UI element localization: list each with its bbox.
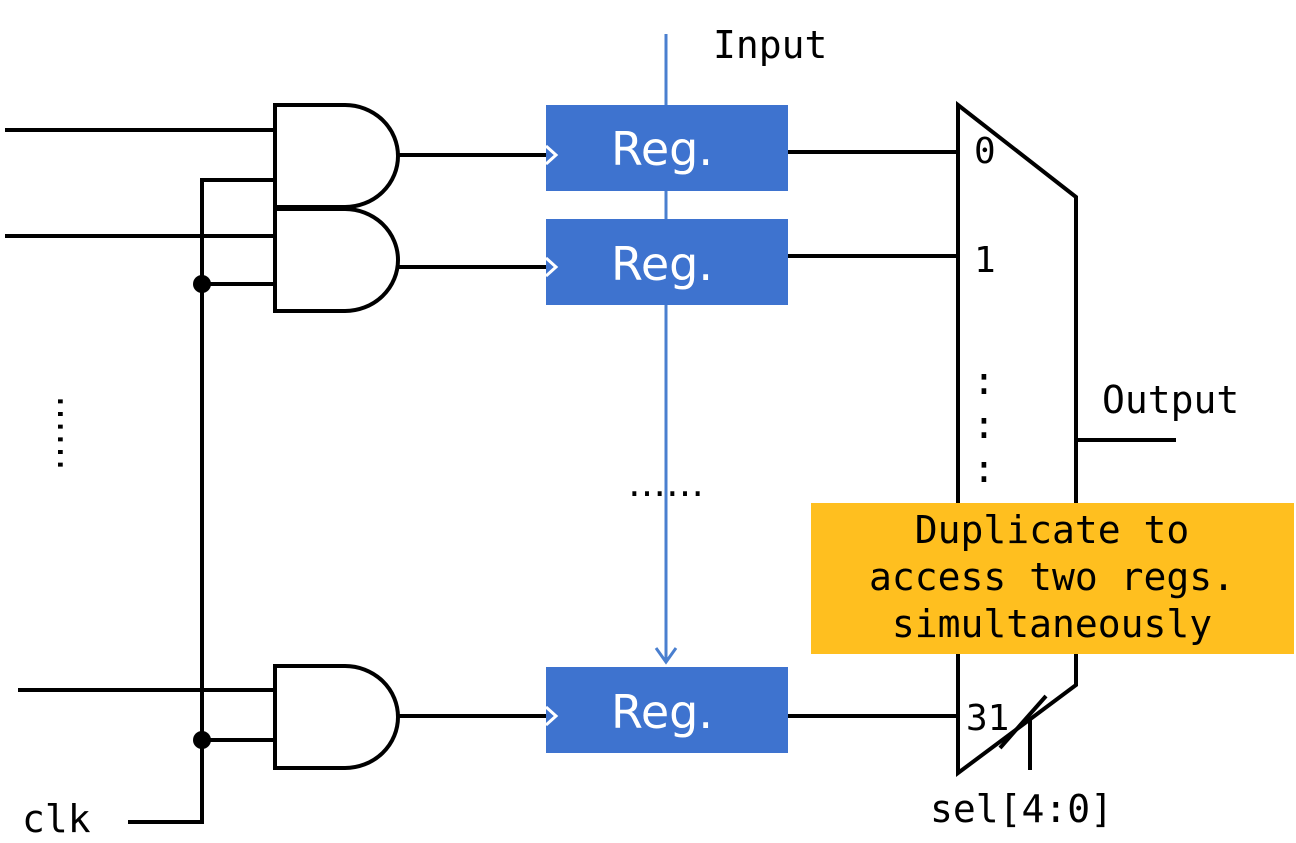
sel-bus-slash [998,694,1048,750]
register-31-clock-marker [544,705,559,727]
callout-line-3: simultaneously [892,602,1212,646]
duplicate-callout: Duplicate to access two regs. simultaneo… [811,503,1294,654]
register-0-clock-marker [544,144,559,166]
register-1-label: Reg. [611,237,713,291]
register-31-box [546,667,788,753]
and-gate-0 [273,103,400,209]
mux-input-label-1: 1 [974,240,996,281]
register-1-box [546,219,788,305]
callout-box [811,503,1294,654]
input-label: Input [713,23,827,67]
output-label: Output [1102,378,1239,422]
register-0-box [546,105,788,191]
clk-label: clk [22,797,91,841]
center-ellipsis: …… [628,461,704,505]
register-1-clock-marker [544,256,559,278]
sel-label: sel[4:0] [930,787,1113,831]
mux-dots-3: : [973,447,996,491]
register-31: Reg. [544,667,788,753]
callout-line-1: Duplicate to [915,508,1190,552]
mux-input-label-31: 31 [966,698,1009,739]
mux-dots-2: : [973,403,996,447]
mux-dots-1: : [973,359,996,403]
and-gate-31 [273,664,400,770]
left-ellipsis: …… [49,395,93,471]
clk-junction-dot-1 [193,275,211,293]
input-bus-arrowhead [654,647,678,665]
register-31-label: Reg. [611,685,713,739]
clk-junction-dot-31 [193,731,211,749]
register-0-label: Reg. [611,122,713,176]
register-0: Reg. [544,105,788,191]
callout-line-2: access two regs. [869,555,1235,599]
register-1: Reg. [544,219,788,305]
and-gate-1 [273,207,400,313]
mux-input-label-0: 0 [974,131,996,172]
clk-wire [128,178,275,824]
